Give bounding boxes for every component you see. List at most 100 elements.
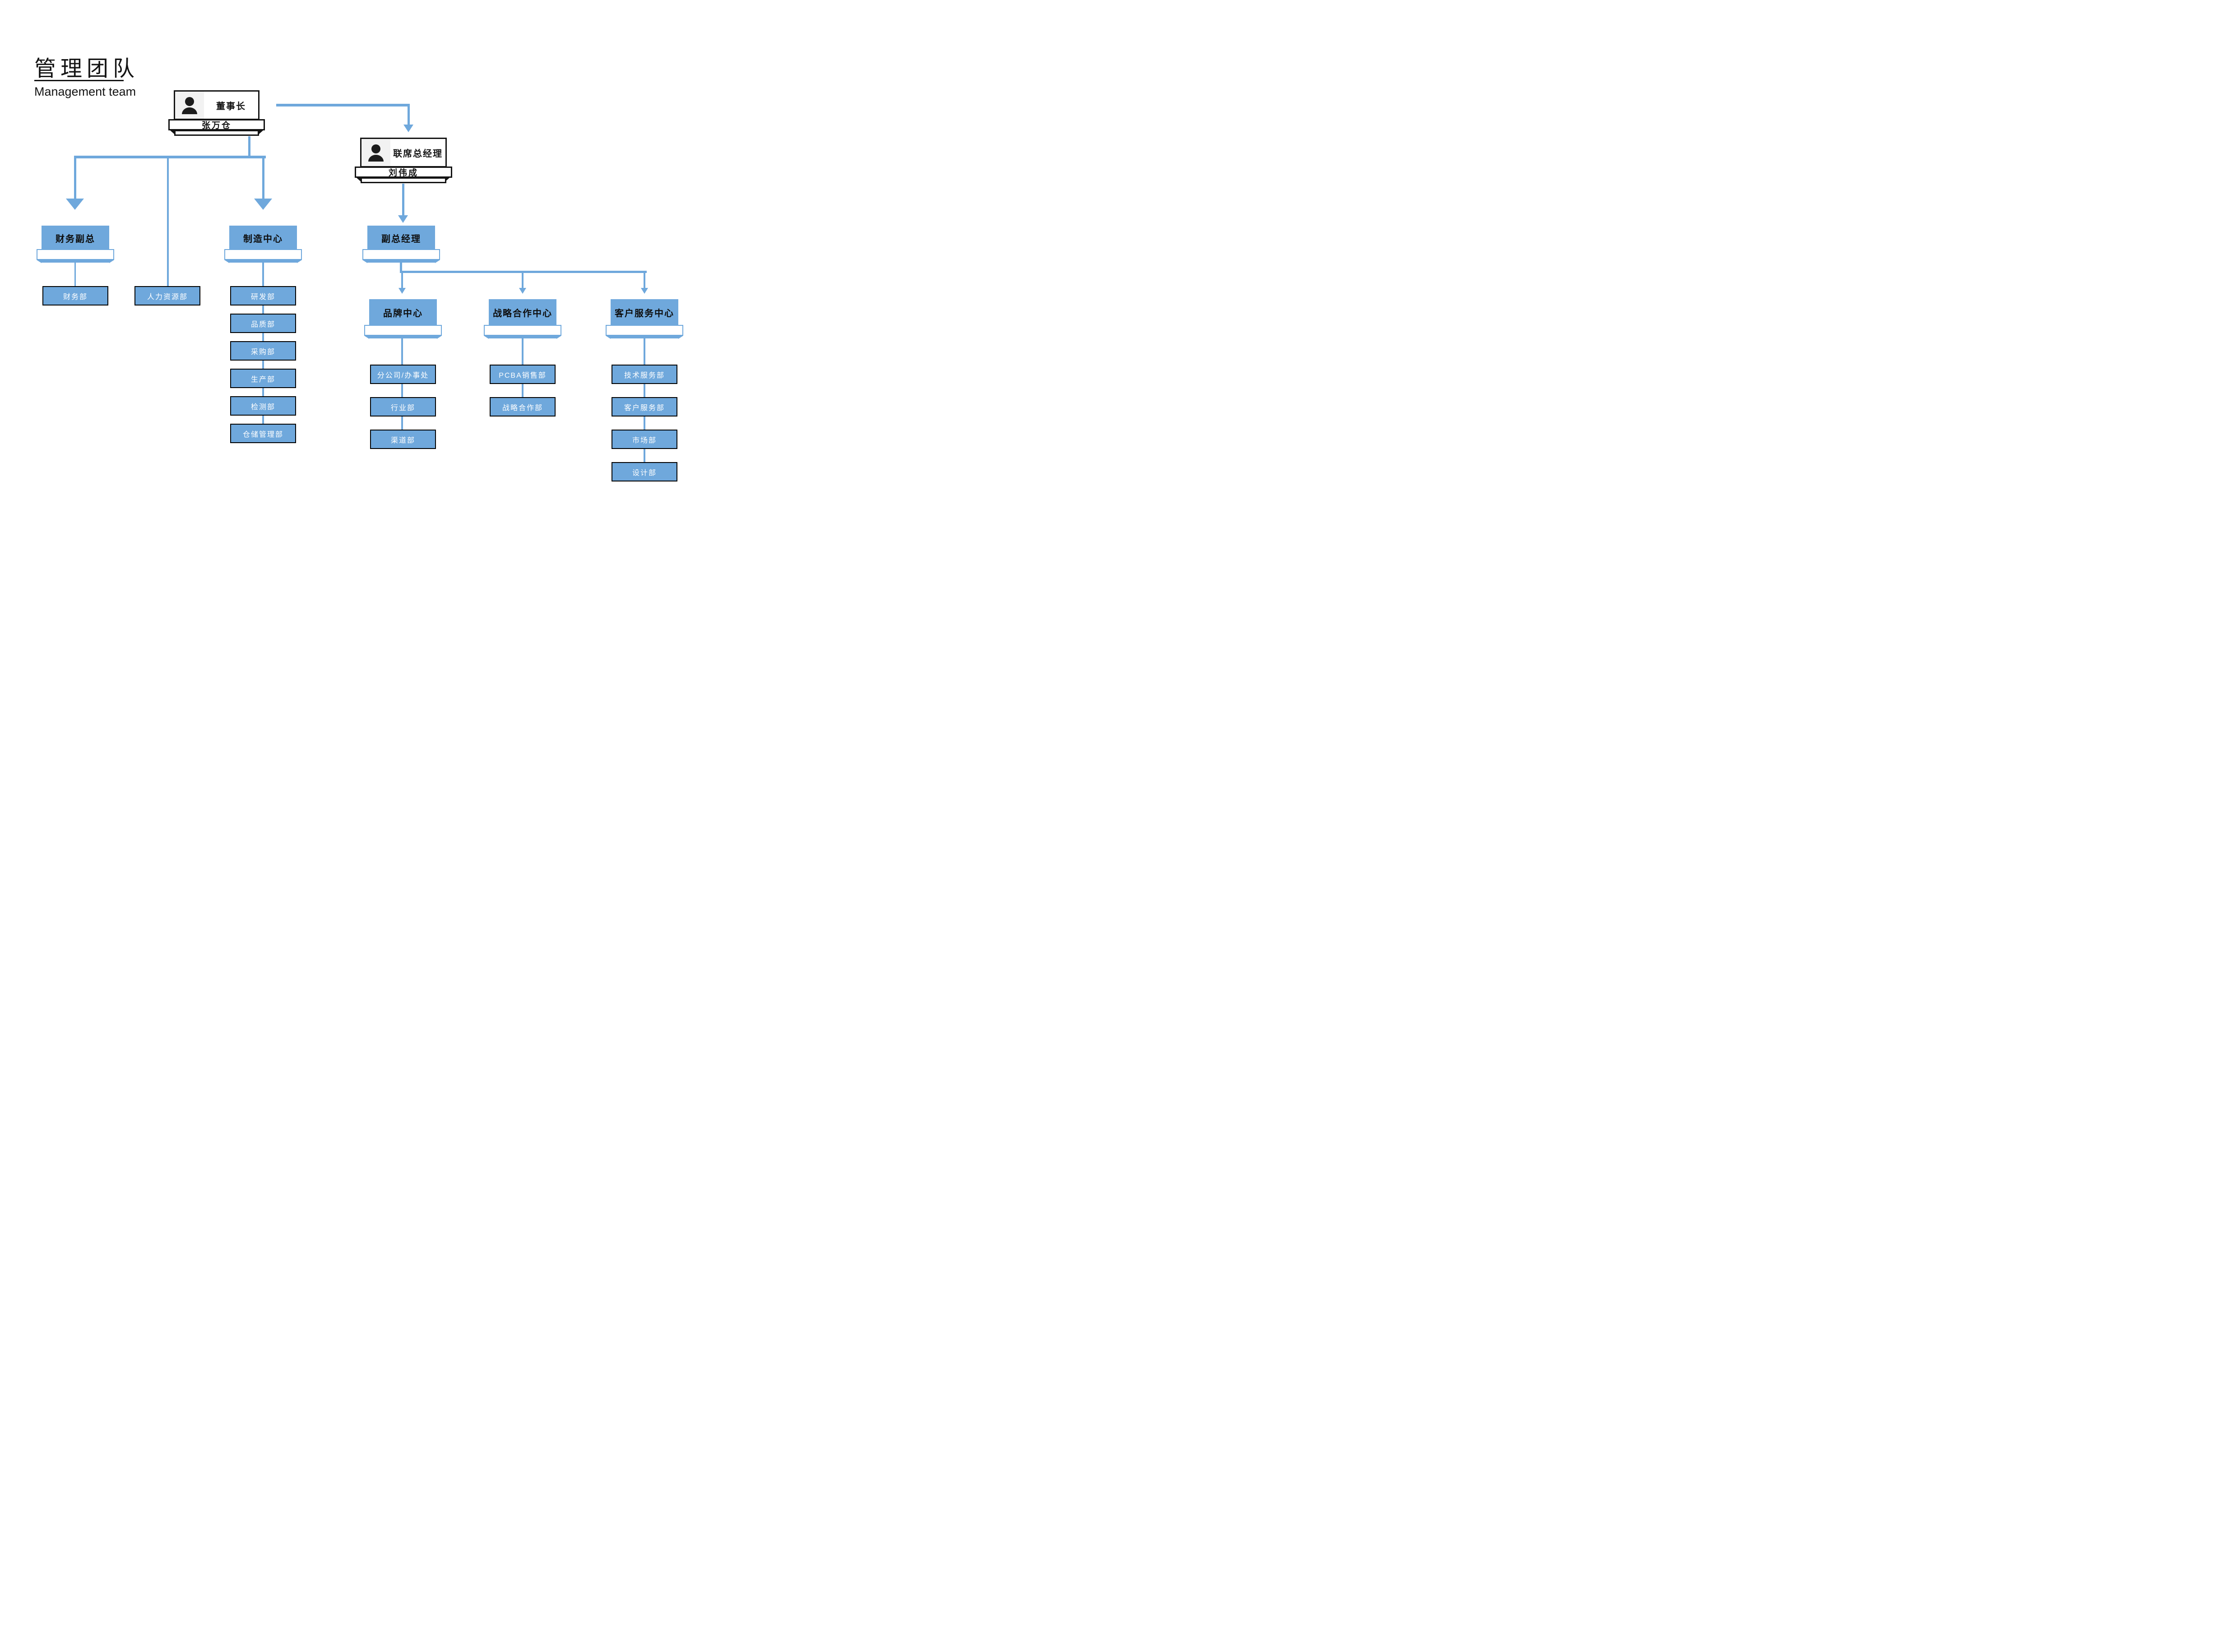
connector-to-manufacturing — [262, 156, 264, 199]
connector-mfg-col-2 — [262, 305, 264, 314]
finance-vp-label: 财务副总 — [56, 234, 95, 244]
connector-service-col-1 — [644, 338, 645, 365]
connector-chairman-to-cogm-vertical — [408, 104, 410, 125]
deputy-gm-notch-left — [362, 260, 367, 263]
cogm-base-band — [361, 177, 446, 183]
chairman-fold-right — [259, 130, 263, 134]
service-center-label: 客户服务中心 — [615, 308, 674, 319]
dept-hr: 人力资源部 — [134, 286, 200, 305]
node-strategic-center: 战略合作中心 — [484, 299, 561, 339]
chairman-name-band: 张万仓 — [168, 119, 265, 130]
brand-center-notch-left — [364, 336, 369, 339]
connector-deputy-stem — [400, 263, 402, 273]
title-underline — [34, 80, 124, 81]
arrow-to-finance-vp — [66, 199, 84, 210]
strategic-center-label: 战略合作中心 — [493, 308, 552, 319]
connector-mfg-col-1 — [262, 263, 264, 286]
cogm-name-band: 刘伟成 — [355, 167, 452, 178]
finance-vp-notch-right — [109, 260, 114, 263]
connector-cogm-to-deputy — [402, 184, 404, 215]
cogm-fold-left — [357, 178, 361, 181]
node-manufacturing-center: 制造中心 — [224, 226, 302, 263]
node-brand-center: 品牌中心 — [364, 299, 442, 339]
connector-to-service-center — [644, 273, 645, 288]
dept-testing: 检测部 — [230, 396, 296, 416]
connector-to-hr-dept — [167, 157, 169, 286]
dept-warehouse: 仓储管理部 — [230, 424, 296, 443]
chairman-photo — [175, 92, 204, 119]
dept-strategic-coop: 战略合作部 — [490, 397, 556, 416]
manufacturing-notch-right — [297, 260, 302, 263]
arrow-to-brand-center — [398, 288, 406, 294]
dept-rd: 研发部 — [230, 286, 296, 305]
chairman-fold-left — [170, 130, 174, 134]
service-center-notch-left — [606, 336, 611, 339]
dept-channel: 渠道部 — [370, 430, 436, 449]
node-finance-vp: 财务副总 — [37, 226, 114, 263]
service-center-notch-right — [678, 336, 683, 339]
page-title: 管理团队 — [34, 57, 139, 81]
arrow-to-manufacturing — [254, 199, 272, 210]
brand-center-label: 品牌中心 — [383, 308, 423, 319]
connector-mfg-col-4 — [262, 361, 264, 369]
node-deputy-gm: 副总经理 — [362, 226, 440, 263]
brand-center-notch-right — [437, 336, 442, 339]
manufacturing-notch-left — [224, 260, 229, 263]
cogm-title: 联席总经理 — [393, 148, 443, 159]
finance-vp-notch-left — [37, 260, 42, 263]
connector-mfg-col-5 — [262, 388, 264, 396]
dept-purchasing: 采购部 — [230, 341, 296, 361]
deputy-gm-notch-right — [435, 260, 440, 263]
dept-production: 生产部 — [230, 369, 296, 388]
cogm-fold-right — [445, 178, 449, 181]
connector-service-col-3 — [644, 416, 645, 430]
connector-mfg-col-6 — [262, 416, 264, 424]
dept-quality: 品质部 — [230, 314, 296, 333]
connector-chairman-stem — [248, 136, 250, 156]
cogm-card: 联席总经理 — [360, 138, 447, 167]
chairman-base-band — [174, 130, 259, 136]
connector-to-strategic-center — [522, 273, 524, 288]
dept-pcba-sales: PCBA销售部 — [490, 365, 556, 384]
strategic-center-notch-right — [556, 336, 561, 339]
dept-marketing: 市场部 — [612, 430, 677, 449]
strategic-center-band — [484, 325, 561, 336]
org-chart-canvas: 管理团队 Management team — [0, 0, 700, 517]
person-icon — [368, 144, 384, 162]
connector-finance-col — [74, 263, 76, 286]
node-service-center: 客户服务中心 — [606, 299, 683, 339]
page-subtitle: Management team — [34, 85, 136, 98]
arrow-to-cogm — [403, 125, 413, 132]
connector-strategic-col-2 — [522, 384, 524, 397]
dept-industry: 行业部 — [370, 397, 436, 416]
cogm-photo — [361, 139, 390, 166]
dept-tech-service: 技术服务部 — [612, 365, 677, 384]
manufacturing-band — [224, 249, 302, 260]
dept-finance: 财务部 — [42, 286, 108, 305]
connector-service-col-4 — [644, 449, 645, 462]
person-icon — [182, 97, 197, 114]
arrow-to-strategic-center — [519, 288, 526, 294]
deputy-gm-label: 副总经理 — [381, 234, 421, 244]
chairman-title: 董事长 — [216, 101, 246, 111]
arrow-to-service-center — [641, 288, 648, 294]
dept-customer-service: 客户服务部 — [612, 397, 677, 416]
dept-branch-office: 分公司/办事处 — [370, 365, 436, 384]
connector-brand-col-2 — [401, 384, 403, 397]
connector-right-branch-horizontal — [400, 271, 647, 273]
connector-mfg-col-3 — [262, 333, 264, 341]
connector-brand-col-3 — [401, 416, 403, 430]
deputy-gm-band — [362, 249, 440, 260]
connector-service-col-2 — [644, 384, 645, 397]
connector-left-branch-horizontal — [74, 156, 266, 158]
finance-vp-band — [37, 249, 114, 260]
connector-brand-col-1 — [401, 338, 403, 365]
dept-design: 设计部 — [612, 462, 677, 481]
service-center-band — [606, 325, 683, 336]
manufacturing-label: 制造中心 — [243, 234, 283, 244]
connector-to-finance-vp — [74, 156, 76, 199]
connector-strategic-col-1 — [522, 338, 524, 365]
brand-center-band — [364, 325, 442, 336]
strategic-center-notch-left — [484, 336, 489, 339]
arrow-to-deputy — [398, 215, 408, 223]
